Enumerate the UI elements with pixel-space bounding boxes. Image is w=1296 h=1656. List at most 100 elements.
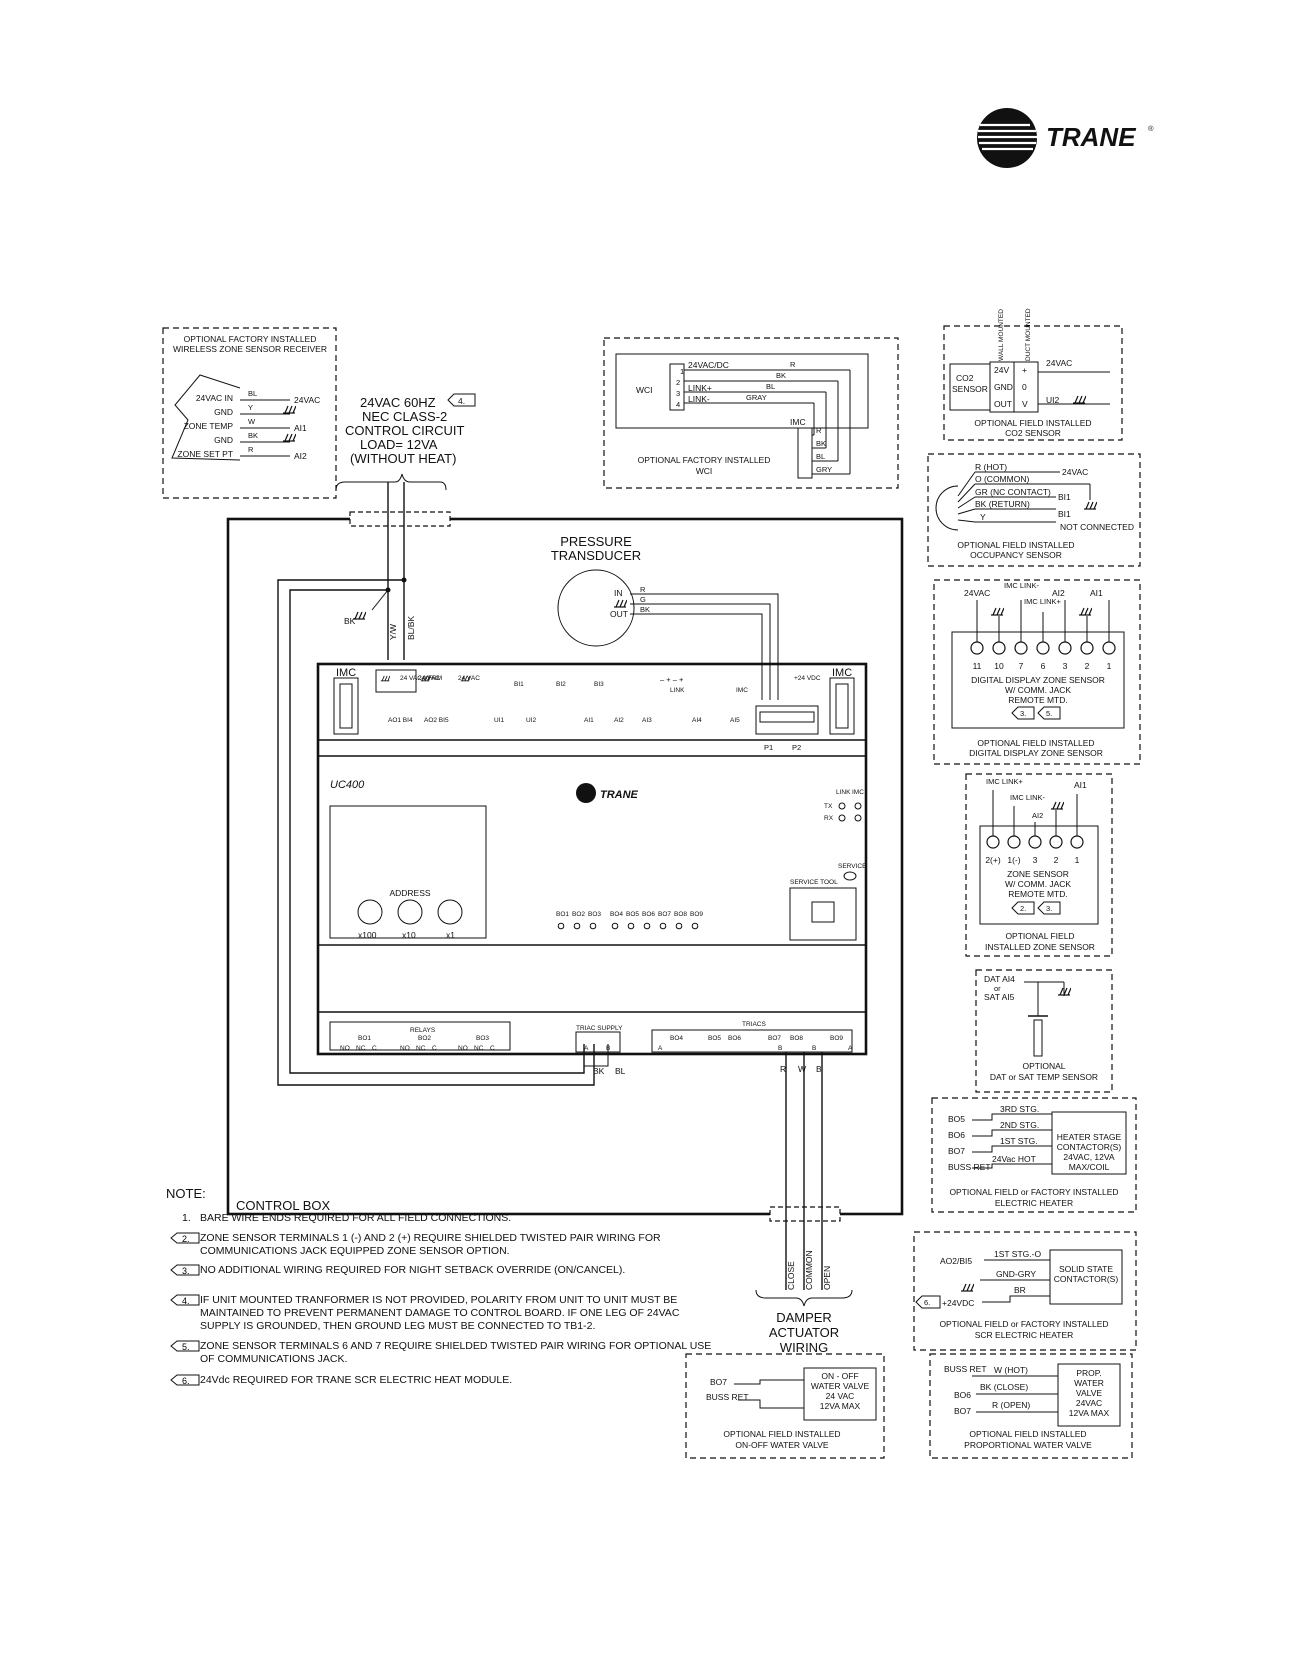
svg-text:LINK+: LINK+	[688, 383, 712, 393]
svg-text:3: 3	[676, 389, 680, 398]
svg-text:W: W	[798, 1064, 806, 1074]
svg-text:OPTIONAL FIELD INSTALLED: OPTIONAL FIELD INSTALLED	[969, 1429, 1086, 1439]
svg-text:W: W	[248, 417, 256, 426]
svg-text:IMC: IMC	[736, 687, 748, 694]
svg-text:UI1: UI1	[494, 717, 505, 724]
on-off-valve-section: ON - OFF WATER VALVE 24 VAC 12VA MAX BO7…	[685, 1353, 885, 1459]
svg-text:CONTACTOR(S): CONTACTOR(S)	[1054, 1274, 1119, 1284]
svg-text:BK: BK	[248, 431, 258, 440]
svg-text:6.: 6.	[182, 1376, 190, 1386]
svg-text:OPTIONAL FIELD INSTALLED: OPTIONAL FIELD INSTALLED	[977, 738, 1094, 748]
svg-text:BO9: BO9	[690, 911, 703, 918]
registered-mark: ®	[1148, 124, 1154, 133]
uc400-controller: IMC IMC 24 VAC XFRM 24 VAC 24 VAC BI1 BI…	[316, 662, 868, 1056]
svg-text:24VAC: 24VAC	[1062, 467, 1088, 477]
svg-text:DAMPER: DAMPER	[776, 1310, 832, 1325]
svg-text:AI5: AI5	[730, 717, 740, 724]
power-knockout	[349, 511, 451, 527]
svg-text:CO2 SENSOR: CO2 SENSOR	[1005, 428, 1061, 438]
svg-text:NOT CONNECTED: NOT CONNECTED	[1060, 522, 1134, 532]
svg-text:OPTIONAL FACTORY INSTALLED: OPTIONAL FACTORY INSTALLED	[184, 334, 317, 344]
control-box-label: CONTROL BOX	[236, 1198, 330, 1213]
svg-text:7: 7	[1019, 661, 1024, 671]
note-text: NO ADDITIONAL WIRING REQUIRED FOR NIGHT …	[200, 1264, 626, 1276]
svg-text:SOLID STATE: SOLID STATE	[1059, 1264, 1113, 1274]
svg-text:WATER VALVE: WATER VALVE	[811, 1381, 870, 1391]
svg-text:OUT: OUT	[994, 399, 1012, 409]
svg-text:11: 11	[973, 661, 982, 671]
svg-text:DUCT MOUNTED: DUCT MOUNTED	[1025, 308, 1032, 361]
svg-text:24 VAC: 24 VAC	[826, 1391, 855, 1401]
svg-text:(WITHOUT HEAT): (WITHOUT HEAT)	[350, 451, 456, 466]
note-flag-icon: 5.	[170, 1340, 200, 1352]
note-text: ZONE SENSOR TERMINALS 6 AND 7 REQUIRE SH…	[200, 1340, 712, 1365]
svg-text:SCR ELECTRIC HEATER: SCR ELECTRIC HEATER	[975, 1330, 1074, 1340]
svg-text:UI2: UI2	[1046, 395, 1060, 405]
svg-text:AI1: AI1	[584, 717, 594, 724]
svg-text:4.: 4.	[458, 396, 465, 406]
svg-text:GND: GND	[214, 435, 233, 445]
pressure-transducer: PRESSURE TRANSDUCER IN OUT R G BK	[551, 534, 779, 700]
svg-text:NO: NO	[458, 1045, 468, 1052]
svg-text:TRIACS: TRIACS	[742, 1021, 767, 1028]
svg-text:GRAY: GRAY	[746, 393, 767, 402]
svg-text:BO7: BO7	[710, 1377, 727, 1387]
svg-text:+24VDC: +24VDC	[942, 1298, 974, 1308]
svg-text:BI1: BI1	[1058, 509, 1071, 519]
svg-text:REMOTE MTD.: REMOTE MTD.	[1008, 695, 1068, 705]
svg-text:TRIAC SUPPLY: TRIAC SUPPLY	[576, 1025, 623, 1032]
svg-text:BL: BL	[766, 382, 775, 391]
svg-text:0: 0	[1022, 382, 1027, 392]
svg-text:IMC LINK+: IMC LINK+	[986, 777, 1024, 786]
svg-text:3.: 3.	[1046, 904, 1052, 913]
svg-text:24VAC: 24VAC	[964, 588, 990, 598]
svg-text:R (HOT): R (HOT)	[975, 462, 1007, 472]
svg-text:BO9: BO9	[830, 1035, 843, 1042]
svg-text:DAT AI4: DAT AI4	[984, 974, 1015, 984]
svg-text:6: 6	[1041, 661, 1046, 671]
svg-text:BK: BK	[593, 1066, 605, 1076]
wci-section: WCI 1 2 3 4 24VAC/DC LINK+ LINK- R BK BL…	[603, 337, 899, 489]
svg-text:24VAC: 24VAC	[1076, 1398, 1102, 1408]
svg-text:AI3: AI3	[642, 717, 652, 724]
svg-text:BK: BK	[640, 605, 650, 614]
svg-text:BI3: BI3	[594, 681, 604, 688]
svg-text:12VA MAX: 12VA MAX	[820, 1401, 861, 1411]
note-text: 24Vdc REQUIRED FOR TRANE SCR ELECTRIC HE…	[200, 1374, 513, 1386]
svg-text:NC: NC	[474, 1045, 484, 1052]
svg-text:MAX/COIL: MAX/COIL	[1069, 1162, 1110, 1172]
svg-text:BK: BK	[816, 439, 826, 448]
svg-text:DAT or SAT TEMP SENSOR: DAT or SAT TEMP SENSOR	[990, 1072, 1098, 1082]
note-number: 1.	[182, 1212, 191, 1224]
svg-text:BI2: BI2	[556, 681, 566, 688]
svg-text:REMOTE MTD.: REMOTE MTD.	[1008, 889, 1068, 899]
svg-text:OPTIONAL FIELD INSTALLED: OPTIONAL FIELD INSTALLED	[723, 1429, 840, 1439]
svg-text:UI2: UI2	[526, 717, 537, 724]
electric-heater-section: HEATER STAGE CONTACTOR(S) 24VAC, 12VA MA…	[931, 1097, 1137, 1213]
svg-text:AO2/BI5: AO2/BI5	[940, 1256, 972, 1266]
svg-text:GND: GND	[994, 382, 1013, 392]
svg-text:Y/W: Y/W	[388, 624, 398, 640]
svg-text:WIRELESS ZONE SENSOR RECEIVER: WIRELESS ZONE SENSOR RECEIVER	[173, 344, 327, 354]
receiver-row: ZONE TEMP W AI1	[184, 417, 307, 433]
svg-text:TX: TX	[824, 803, 833, 810]
power-supply-section: 24VAC 60HZ 4. NEC CLASS-2 CONTROL CIRCUI…	[277, 393, 626, 1086]
svg-text:WALL MOUNTED: WALL MOUNTED	[998, 309, 1005, 361]
svg-text:NO: NO	[340, 1045, 350, 1052]
svg-text:AI2: AI2	[614, 717, 624, 724]
svg-text:AI2: AI2	[294, 451, 307, 461]
svg-text:24VAC IN: 24VAC IN	[196, 393, 233, 403]
dat-sensor-section: DAT AI4 or SAT AI5 OPTIONAL DAT or SAT T…	[975, 969, 1113, 1093]
svg-text:BO1: BO1	[556, 911, 569, 918]
svg-text:1ST STG.-O: 1ST STG.-O	[994, 1249, 1041, 1259]
svg-text:ACTUATOR: ACTUATOR	[769, 1325, 839, 1340]
svg-text:5.: 5.	[182, 1342, 190, 1352]
note-text: IF UNIT MOUNTED TRANFORMER IS NOT PROVID…	[200, 1294, 680, 1332]
svg-text:R (OPEN): R (OPEN)	[992, 1400, 1030, 1410]
svg-text:BO6: BO6	[948, 1130, 965, 1140]
svg-text:BK (RETURN): BK (RETURN)	[975, 499, 1030, 509]
svg-text:HEATER STAGE: HEATER STAGE	[1057, 1132, 1122, 1142]
svg-text:NC: NC	[416, 1045, 426, 1052]
svg-text:BO5: BO5	[948, 1114, 965, 1124]
svg-text:1: 1	[680, 367, 684, 376]
